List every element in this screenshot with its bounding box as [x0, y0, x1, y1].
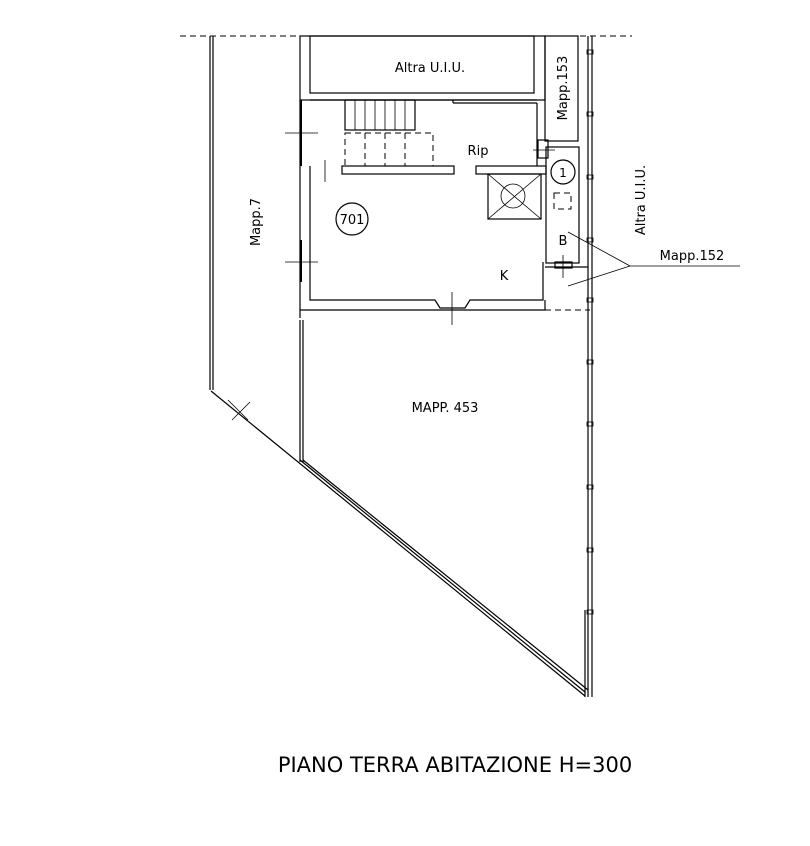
right-boundary: [586, 36, 594, 697]
label-mapp-152: Mapp.152: [660, 249, 725, 264]
label-mapp-7: Mapp.7: [249, 198, 264, 246]
mapp-152-leader: [567, 231, 740, 287]
altra-uiu-box: [309, 35, 535, 94]
label-mapp-453: MAPP. 453: [412, 401, 479, 416]
label-altra-uiu-top: Altra U.I.U.: [395, 61, 465, 76]
label-mapp-153: Mapp.153: [556, 56, 571, 121]
label-unit-701: 701: [340, 213, 365, 228]
label-unit-1: 1: [559, 166, 567, 180]
label-rip: Rip: [468, 144, 489, 159]
drawing-title: PIANO TERRA ABITAZIONE H=300: [278, 753, 632, 777]
mapp-153-box: [544, 35, 579, 142]
unit-1-circle: [550, 159, 576, 185]
unit-701-circle: [335, 202, 369, 236]
building-walls: [285, 99, 590, 325]
diagonal-wall: [299, 320, 589, 697]
label-altra-uiu-right: Altra U.I.U.: [634, 165, 649, 235]
left-boundary: [209, 36, 586, 697]
label-kitchen: K: [500, 269, 509, 284]
label-bath: B: [559, 234, 568, 249]
